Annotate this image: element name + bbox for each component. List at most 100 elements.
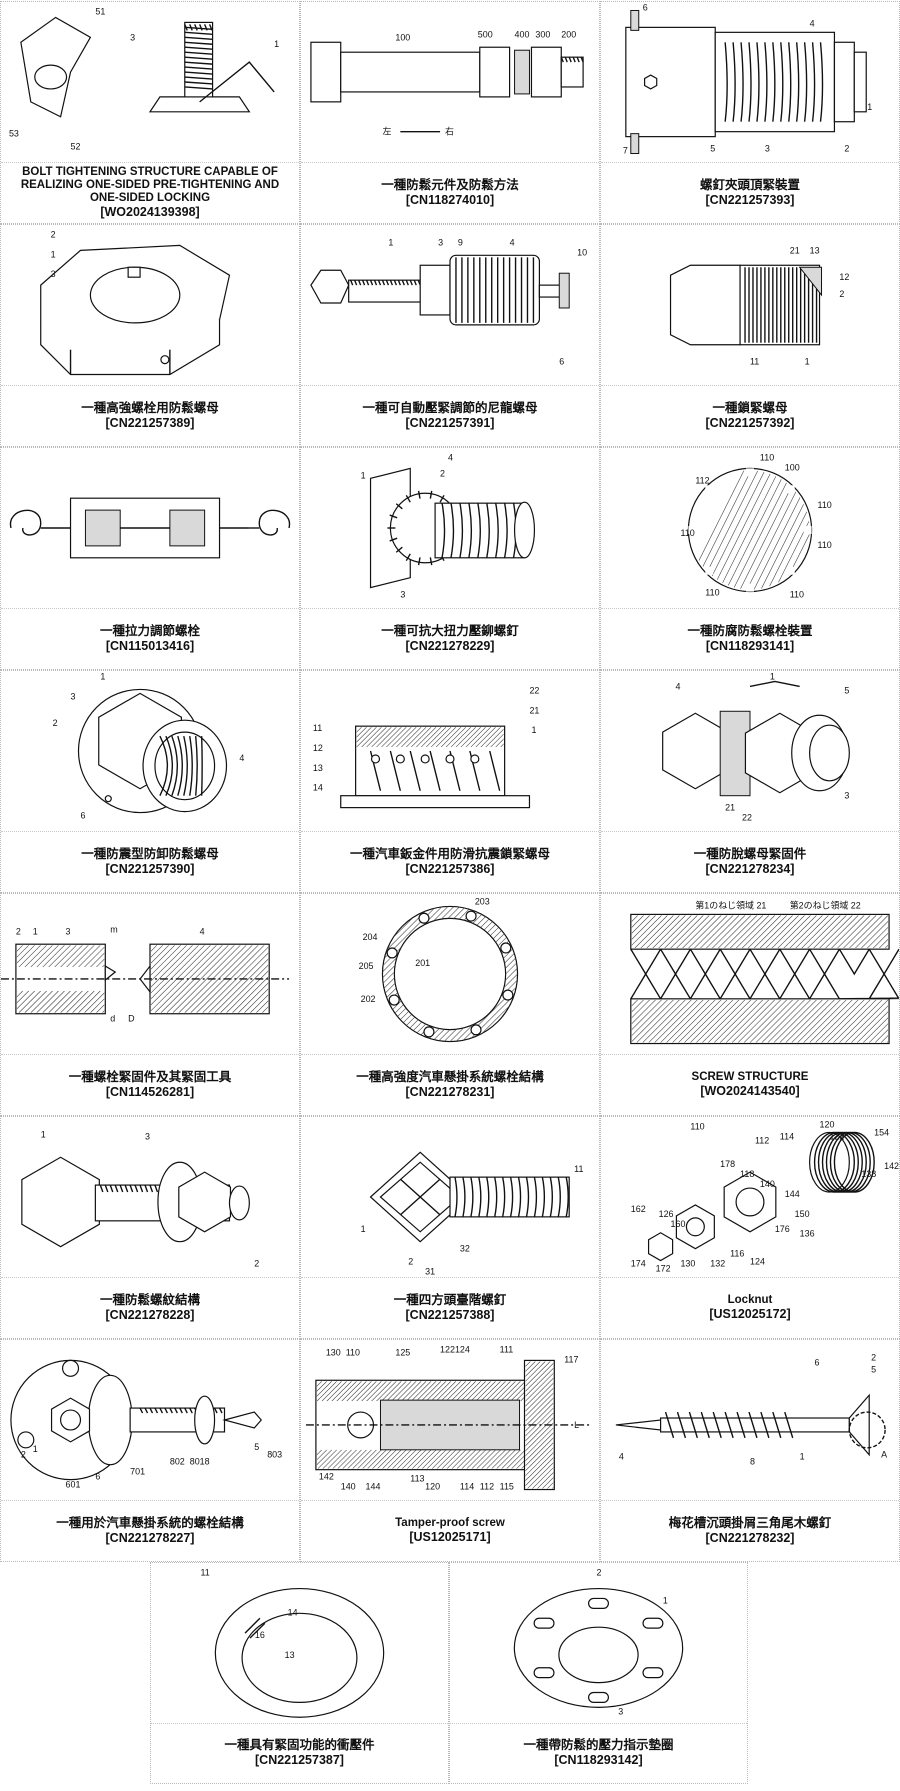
figure-label: 3 [130, 32, 135, 42]
figure-label: m [110, 924, 117, 934]
patent-card[interactable]: 625481A梅花槽沉頭掛屑三角尾木螺釘[CN221278232] [600, 1339, 900, 1562]
patent-drawing: 21601670180280185803 [1, 1340, 299, 1501]
patent-card[interactable]: 100500400300200左右一種防鬆元件及防鬆方法[CN118274010… [300, 1, 600, 224]
patent-card[interactable]: 1423一種可抗大扭力壓鉚螺釘[CN221278229] [300, 447, 600, 670]
patent-card[interactable]: 110100112110110110110110一種防腐防鬆螺栓裝置[CN118… [600, 447, 900, 670]
patent-caption: 一種汽車鈑金件用防滑抗震鎖緊螺母[CN221257386] [301, 831, 599, 892]
patent-number: [CN221278232] [706, 1531, 795, 1546]
patent-card[interactable]: 11132231一種四方頭臺階螺釘[CN221257388] [300, 1116, 600, 1339]
patent-card[interactable]: 213一種帶防鬆的壓力指示墊圈[CN118293142] [449, 1562, 748, 1784]
patent-number: [CN221257391] [406, 416, 495, 431]
patent-card[interactable]: 213m4Dd一種螺栓緊固件及其緊固工具[CN114526281] [0, 893, 300, 1116]
figure-label: 803 [267, 1450, 282, 1460]
figure-label: 6 [643, 2, 648, 12]
figure-label: 122 [829, 1131, 844, 1141]
patent-figure-bolt-horizontal: 100500400300200左右 [301, 2, 599, 162]
patent-caption: 一種高強螺栓用防鬆螺母[CN221257389] [1, 385, 299, 446]
patent-title: Tamper-proof screw [395, 1517, 505, 1530]
patent-drawing: 51315352 [1, 2, 299, 163]
patent-card[interactable]: 203204205202201一種高強度汽車懸掛系統螺栓結構[CN2212782… [300, 893, 600, 1116]
figure-label: 124 [455, 1344, 470, 1354]
patent-figure-bolt-nut: 132 [1, 1117, 299, 1277]
patent-drawing: 11132231 [301, 1117, 599, 1278]
patent-figure-wood-screw: 625481A [601, 1340, 899, 1500]
patent-card[interactable]: 51315352BOLT TIGHTENING STRUCTURE CAPABL… [0, 1, 300, 224]
patent-card[interactable]: 2221111121314一種汽車鈑金件用防滑抗震鎖緊螺母[CN22125738… [300, 670, 600, 893]
patent-number: [WO2024143540] [700, 1084, 799, 1099]
figure-label: 801 [190, 1457, 205, 1467]
patent-drawing: 2221111121314 [301, 671, 599, 832]
figure-label: 140 [760, 1179, 775, 1189]
figure-label: 300 [535, 29, 550, 39]
figure-label: 2 [408, 1257, 413, 1267]
patent-card[interactable]: 6412357螺釘夾頭頂緊裝置[CN221257393] [600, 1, 900, 224]
patent-card[interactable]: 11141613一種具有緊固功能的衝壓件[CN221257387] [150, 1562, 449, 1784]
figure-label: 1 [800, 1452, 805, 1462]
patent-number: [CN221257389] [106, 416, 195, 431]
patent-figure-bolt-assembly: 51315352 [1, 2, 299, 162]
figure-label: 112 [755, 1135, 769, 1145]
patent-card[interactable]: 132一種防鬆螺紋結構[CN221278228] [0, 1116, 300, 1339]
patent-number: [CN118274010] [406, 193, 494, 208]
figure-label: 22 [529, 685, 539, 695]
patent-card[interactable]: 213一種高強螺栓用防鬆螺母[CN221257389] [0, 224, 300, 447]
patent-card[interactable]: 130110125122124111117L142140144113120114… [300, 1339, 600, 1562]
figure-label: 第1のねじ領域 21 [695, 899, 766, 910]
figure-label: 22 [742, 813, 752, 823]
figure-label: 203 [475, 896, 490, 906]
figure-label: 118 [740, 1169, 754, 1179]
patent-title: 一種拉力調節螺栓 [100, 624, 200, 639]
figure-label: 110 [818, 540, 832, 550]
figure-label: 1 [361, 1224, 366, 1234]
figure-label: 112 [480, 1482, 494, 1492]
figure-label: 114 [780, 1131, 794, 1141]
patent-caption: 一種鎖緊螺母[CN221257392] [601, 385, 899, 446]
patent-number: [WO2024139398] [100, 205, 199, 220]
patent-card[interactable]: 1101201221541121141421381781181401441501… [600, 1116, 900, 1339]
figure-label: 130 [680, 1259, 695, 1269]
patent-card[interactable]: 2113122111一種鎖緊螺母[CN221257392] [600, 224, 900, 447]
patent-drawing: 41532122 [601, 671, 899, 832]
figure-label: 6 [815, 1357, 820, 1367]
patent-number: [CN221278234] [706, 862, 795, 877]
patent-title: 一種可抗大扭力壓鉚螺釘 [381, 624, 519, 639]
figure-label: 162 [631, 1204, 646, 1214]
patent-card[interactable]: 41532122一種防脫螺母緊固件[CN221278234] [600, 670, 900, 893]
figure-label: 802 [170, 1457, 185, 1467]
figure-label: 21 [790, 245, 800, 255]
patent-title: 一種高強螺栓用防鬆螺母 [81, 401, 219, 416]
patent-card[interactable]: 1394106一種可自動壓緊調節的尼龍螺母[CN221257391] [300, 224, 600, 447]
figure-label: 9 [458, 237, 463, 247]
figure-label: 1 [51, 249, 56, 259]
figure-label: 3 [66, 926, 71, 936]
figure-label: D [128, 1014, 135, 1024]
figure-label: 10 [577, 247, 587, 257]
patent-drawing: 6412357 [601, 2, 899, 163]
figure-label: 31 [425, 1266, 435, 1276]
patent-caption: 梅花槽沉頭掛屑三角尾木螺釘[CN221278232] [601, 1500, 899, 1561]
patent-title: 一種防鬆元件及防鬆方法 [381, 178, 519, 193]
patent-caption: 一種可抗大扭力壓鉚螺釘[CN221278229] [301, 608, 599, 669]
patent-card[interactable]: 一種拉力調節螺栓[CN115013416] [0, 447, 300, 670]
patent-card[interactable]: 13246一種防震型防卸防鬆螺母[CN221257390] [0, 670, 300, 893]
figure-label: 13 [285, 1650, 295, 1660]
figure-label: 2 [871, 1352, 876, 1362]
figure-label: 144 [366, 1482, 381, 1492]
patent-figure-spring-clamp: 6412357 [601, 2, 899, 162]
figure-label: 122 [440, 1344, 455, 1354]
figure-label: 172 [656, 1264, 671, 1274]
figure-label: 52 [71, 142, 81, 152]
figure-label: 178 [720, 1159, 735, 1169]
figure-label: 11 [313, 723, 322, 733]
patent-figure-locknut-exploded: 1101201221541121141421381781181401441501… [601, 1117, 899, 1277]
figure-label: 130 [326, 1347, 341, 1357]
patent-drawing [1, 448, 299, 609]
figure-label: 1 [274, 39, 279, 49]
patent-drawing: 100500400300200左右 [301, 2, 599, 163]
figure-label: 115 [500, 1482, 514, 1492]
figure-label: 200 [561, 29, 576, 39]
patent-card[interactable]: 21601670180280185803一種用於汽車懸掛系統的螺栓結構[CN22… [0, 1339, 300, 1562]
patent-number: [CN115013416] [106, 639, 194, 654]
patent-card[interactable]: 第1のねじ領域 21第2のねじ領域 22SCREW STRUCTURE[WO20… [600, 893, 900, 1116]
patent-number: [CN221257388] [406, 1308, 495, 1323]
